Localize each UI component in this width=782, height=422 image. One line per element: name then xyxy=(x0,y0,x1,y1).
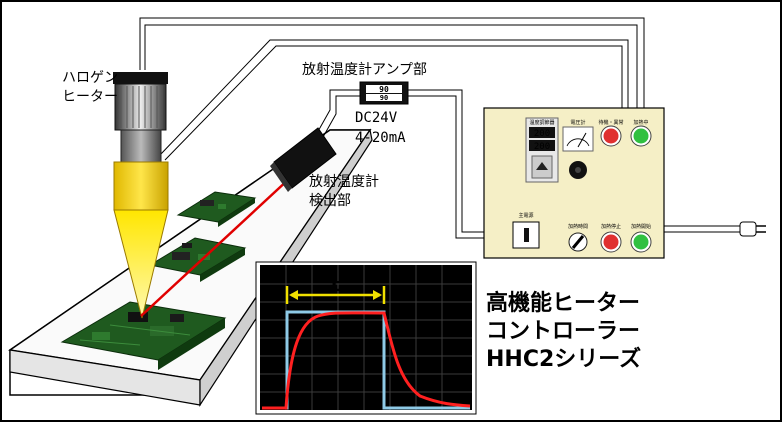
target-chip xyxy=(128,312,148,322)
supply-voltage-label: DC24V xyxy=(355,110,398,126)
amplifier-label: 放射温度計アンプ部 xyxy=(302,62,427,78)
product-title-2: コントローラー xyxy=(486,319,640,344)
temperature-waveform: t xyxy=(255,261,477,415)
amp-display-top: 90 xyxy=(379,85,389,94)
detector-label-1: 放射温度計 xyxy=(309,174,379,190)
halogen-label-1: ハロゲン xyxy=(62,70,118,86)
stop-button-label: 加熱停止 xyxy=(601,223,621,230)
heating-lamp xyxy=(633,128,649,144)
stop-button xyxy=(603,234,619,250)
temp-controller-sv: 200 xyxy=(534,142,550,152)
halogen-label-2: ヒーター xyxy=(62,89,118,105)
power-plug-icon xyxy=(739,221,766,237)
wiring xyxy=(139,17,740,239)
product-title-1: 高機能ヒーター xyxy=(486,290,640,316)
standby-lamp xyxy=(603,128,619,144)
temp-controller-label: 温度調節器 xyxy=(529,119,554,126)
up-arrow-icon xyxy=(536,162,548,170)
start-button-label: 加熱開始 xyxy=(631,223,651,230)
thermometer-amplifier: 90 90 xyxy=(359,81,409,105)
main-power-label: 主電源 xyxy=(518,212,533,219)
ammeter-label: 電圧計 xyxy=(570,119,585,126)
temperature-curve xyxy=(262,311,471,410)
lamp-standby-label: 待機・異常 xyxy=(598,119,623,126)
product-title-3: HHC2シリーズ xyxy=(486,346,641,372)
amp-display-bottom: 90 xyxy=(380,94,388,102)
timer-label: 加熱時間 xyxy=(568,223,588,230)
timer-dial xyxy=(571,235,585,249)
detector-label-2: 検出部 xyxy=(309,193,351,209)
temp-controller-pv: 200 xyxy=(534,129,550,139)
pcb-board-far xyxy=(176,191,257,227)
halogen-heater xyxy=(113,72,169,319)
pcb-board-front xyxy=(60,301,227,370)
lamp-heating-label: 加熱中 xyxy=(633,119,648,126)
controller-panel: 温度調節器 200 200 電圧計 待機・異常 加熱中 主電源 加熱時間 加熱停… xyxy=(483,107,665,259)
time-marker-label: t xyxy=(331,275,340,296)
radiation-thermometer-detector xyxy=(140,127,337,317)
laser-beam xyxy=(140,177,291,317)
supply-current-label: 4-20mA xyxy=(355,130,406,146)
start-button xyxy=(633,234,649,250)
